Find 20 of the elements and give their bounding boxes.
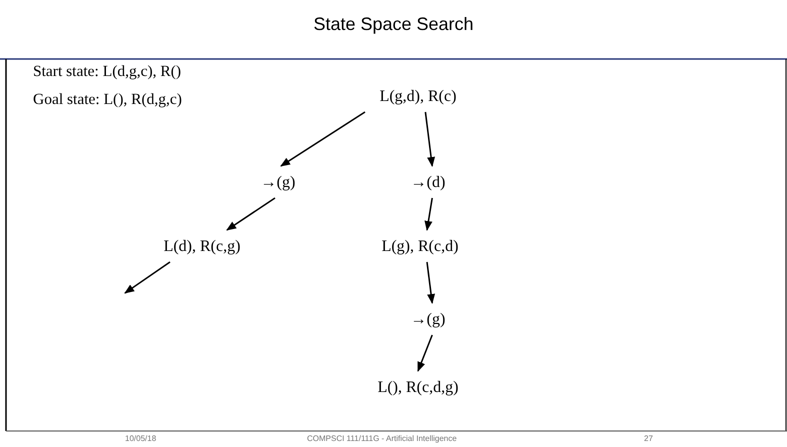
arrow <box>424 112 436 167</box>
arrow <box>417 334 433 372</box>
arrow <box>424 198 433 231</box>
note-text: Goal state: L(), R(d,g,c) <box>33 91 182 109</box>
state-label: →(g) <box>260 174 296 191</box>
arrow <box>280 111 366 167</box>
footer-text: COMPSCI 111/111G - Artificial Intelligence <box>307 434 457 443</box>
state-label: →(d) <box>410 174 446 191</box>
state-label: L(g,d), R(c) <box>380 88 456 105</box>
slide-title: State Space Search <box>312 14 475 35</box>
state-label: L(g), R(c,d) <box>382 238 458 255</box>
state-label: L(d), R(c,g) <box>164 238 240 255</box>
arrow <box>124 261 170 294</box>
footer-text: 27 <box>644 434 653 443</box>
state-label: →(g) <box>410 311 446 328</box>
note-text: Start state: L(d,g,c), R() <box>33 63 182 81</box>
footer-text: 10/05/18 <box>125 434 156 443</box>
state-label: L(), R(c,d,g) <box>378 379 458 396</box>
arrow <box>426 262 436 304</box>
arrow <box>226 197 276 231</box>
